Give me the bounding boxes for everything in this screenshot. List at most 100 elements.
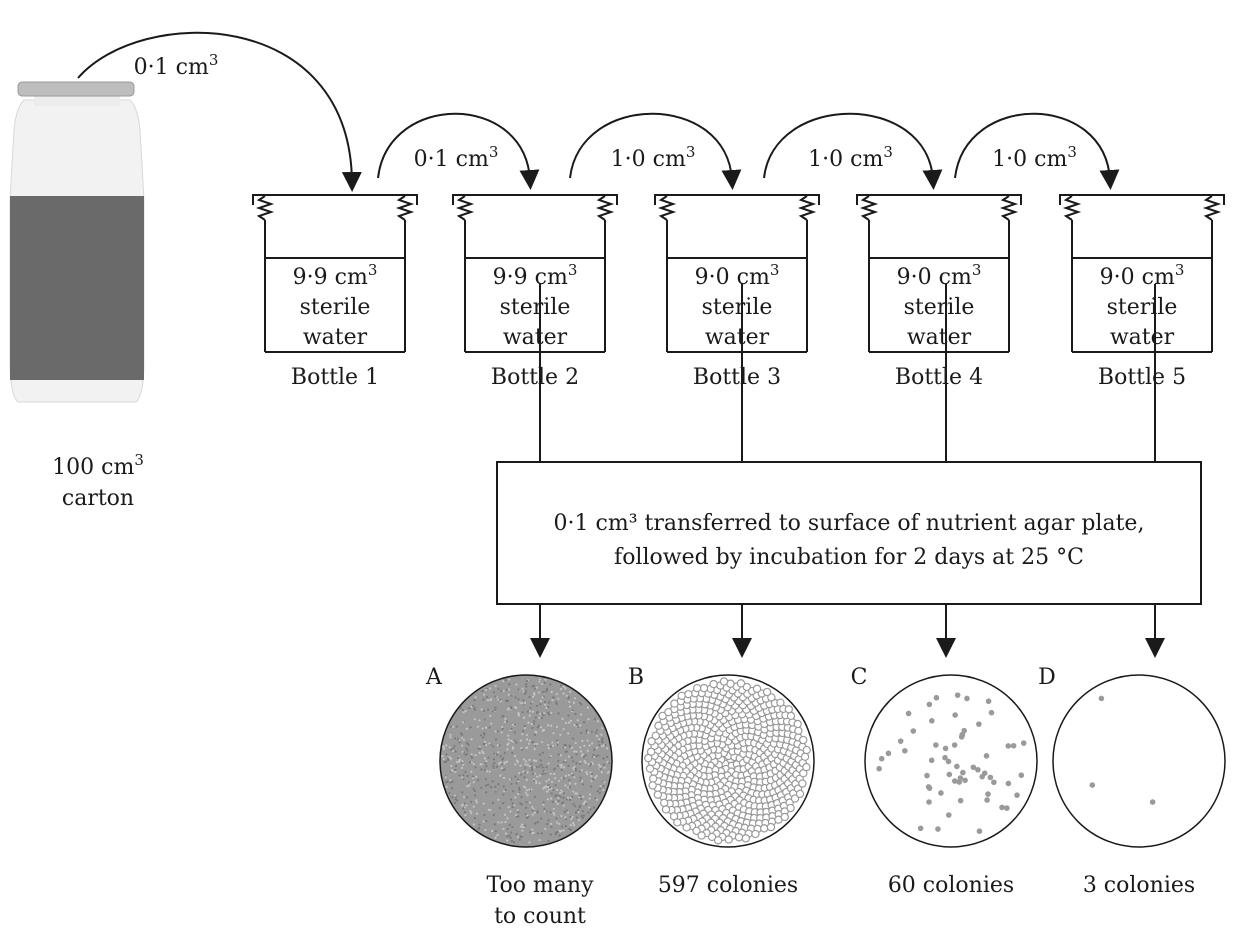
plate-letter: C (851, 665, 868, 690)
agar-plate-d: D3 colonies (1038, 665, 1226, 898)
procedure-box: 0·1 cm³ transferred to surface of nutrie… (496, 461, 1202, 605)
colony (1005, 743, 1012, 749)
bottle-name-label: Bottle 2 (491, 365, 579, 390)
colony (798, 779, 807, 788)
colony (651, 731, 660, 740)
colony (736, 679, 746, 688)
colony (653, 790, 663, 799)
colony (793, 719, 802, 729)
colony (1098, 695, 1105, 702)
yoghurt-carton: 100 cm3 carton (9, 81, 145, 511)
colony (647, 737, 656, 746)
colony (976, 828, 983, 835)
plate-caption-line1: 597 colonies (658, 873, 798, 898)
colonies (644, 677, 811, 845)
colony (724, 835, 733, 844)
colony (983, 753, 990, 759)
colony (692, 826, 701, 836)
colony (699, 683, 709, 693)
colony (795, 789, 805, 799)
colony (962, 777, 968, 784)
connectors-group (539, 284, 1156, 462)
colony (1005, 780, 1012, 787)
plate-disc (1052, 674, 1226, 848)
colony (1010, 742, 1017, 749)
colony (780, 812, 789, 822)
colony (885, 750, 892, 757)
transfer-arrow-2: 1·0 cm3 (569, 112, 742, 190)
colony (682, 823, 691, 832)
colony (709, 679, 718, 689)
plate-caption-line1: 3 colonies (1083, 873, 1195, 898)
bottle-water-volume: 9·0 cm3 (695, 261, 780, 290)
colony (742, 682, 751, 692)
colony (673, 818, 682, 827)
colony (929, 718, 935, 724)
colony (798, 735, 808, 745)
transfer-arrows-group: 0·1 cm3 1·0 cm3 1·0 cm3 1·0 cm3 (377, 112, 1120, 190)
transfer-label: 1·0 cm3 (611, 143, 696, 172)
bottle-water-line1: sterile (702, 295, 773, 320)
colony (951, 778, 958, 784)
colony-lawn (441, 678, 611, 844)
colony (658, 711, 667, 721)
bottle-water-line2: water (503, 325, 568, 350)
colony (734, 833, 744, 842)
colony (981, 770, 988, 776)
bottle-water-line2: water (705, 325, 770, 350)
agar-plate-a: A Too many to count (425, 665, 613, 929)
colony (1014, 792, 1020, 798)
colony (976, 721, 982, 727)
transfer-label: 1·0 cm3 (808, 143, 893, 172)
colony (902, 748, 908, 754)
colony (957, 797, 964, 804)
plate-caption-line1: Too many (486, 873, 594, 898)
colony (959, 732, 966, 738)
colony (945, 758, 952, 765)
bottle-name-label: Bottle 5 (1098, 365, 1186, 390)
colony (946, 771, 953, 778)
transfer-arrow-3: 1·0 cm3 (763, 112, 943, 190)
transfer-label: 0·1 cm3 (414, 143, 499, 172)
colony (784, 705, 794, 714)
colony (752, 684, 762, 693)
bottle-water-volume: 9·0 cm3 (897, 261, 982, 290)
colony (960, 769, 966, 776)
colony (644, 753, 653, 763)
colony (897, 738, 904, 744)
bottle-water-line2: water (907, 325, 972, 350)
bottle-name-label: Bottle 3 (693, 365, 781, 390)
colony (924, 772, 930, 779)
colonies (1089, 695, 1156, 805)
transfer-arrow-4: 1·0 cm3 (954, 112, 1120, 190)
plate-caption-line2: to count (494, 904, 586, 929)
carton-transfer-arrow: 0·1 cm3 (77, 31, 362, 192)
colonies (876, 692, 1027, 835)
plate-letter: A (425, 665, 443, 690)
colony (938, 790, 944, 796)
bottle-name-label: Bottle 4 (895, 365, 983, 390)
colony (946, 812, 952, 818)
colony (800, 752, 810, 761)
colony (1020, 740, 1027, 746)
colony (933, 694, 940, 701)
colony (984, 797, 990, 803)
colony (933, 742, 939, 748)
bottle-water-line2: water (1110, 325, 1175, 350)
colony (942, 745, 949, 752)
carton-label-band (10, 196, 144, 380)
colony (988, 709, 995, 716)
colony (661, 805, 671, 814)
colony (987, 774, 994, 781)
colony (760, 824, 769, 833)
colony (876, 765, 882, 772)
colony (878, 755, 885, 762)
bottle-water-volume: 9·0 cm3 (1100, 261, 1185, 290)
